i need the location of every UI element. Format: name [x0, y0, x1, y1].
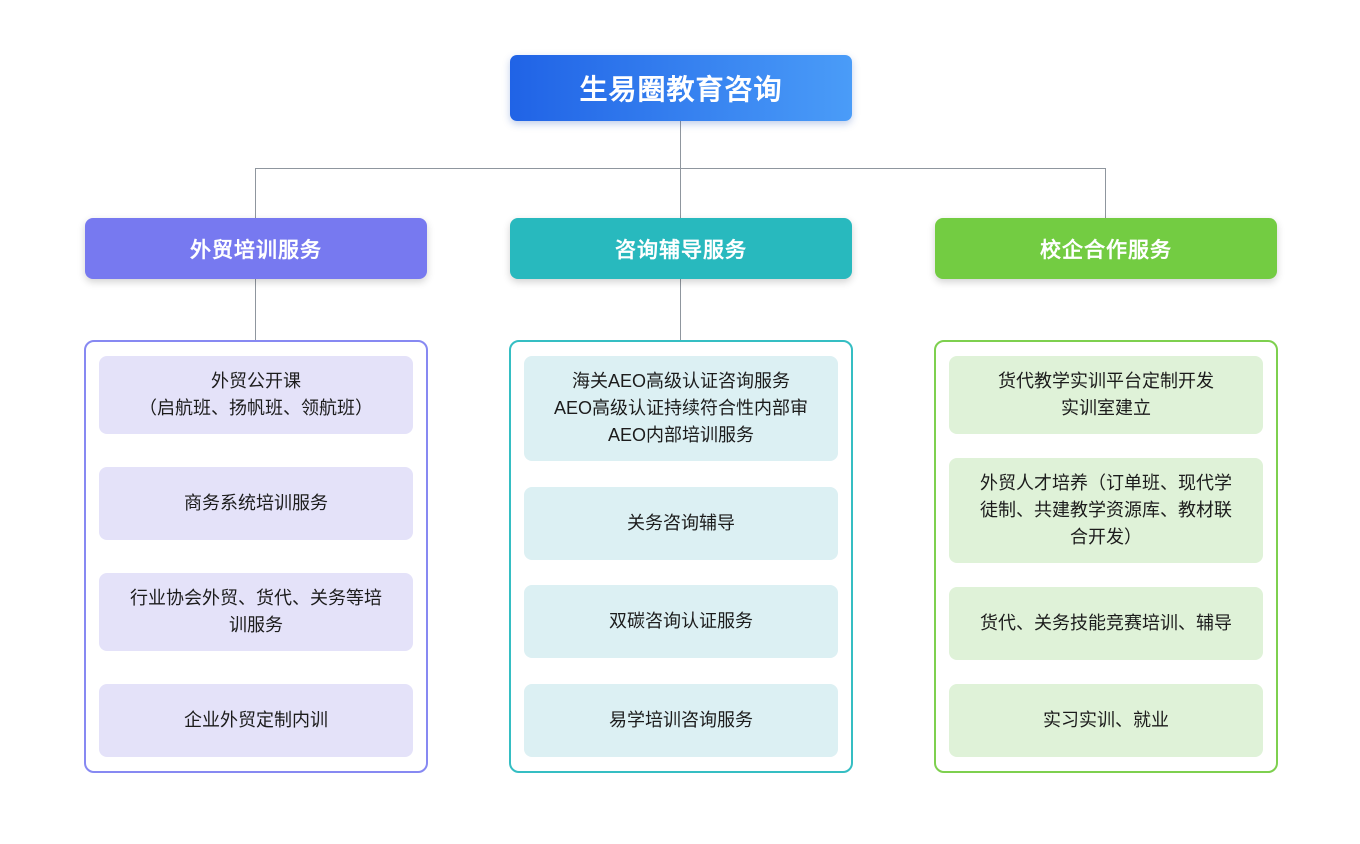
service-item: 行业协会外贸、货代、关务等培 训服务: [99, 573, 413, 651]
service-item: 实习实训、就业: [949, 684, 1263, 757]
group-consulting-coaching: 海关AEO高级认证咨询服务 AEO高级认证持续符合性内部审 AEO内部培训服务 …: [509, 340, 853, 773]
root-node: 生易圈教育咨询: [510, 55, 852, 121]
group-foreign-trade-training: 外贸公开课 （启航班、扬帆班、领航班） 商务系统培训服务 行业协会外贸、货代、关…: [84, 340, 428, 773]
connector-line: [680, 168, 681, 218]
service-item: 关务咨询辅导: [524, 486, 838, 560]
service-item: 外贸人才培养（订单班、现代学 徒制、共建教学资源库、教材联 合开发）: [949, 458, 1263, 563]
service-item: 商务系统培训服务: [99, 467, 413, 540]
service-item: 外贸公开课 （启航班、扬帆班、领航班）: [99, 356, 413, 434]
service-item: 货代教学实训平台定制开发 实训室建立: [949, 356, 1263, 434]
branch-header-foreign-trade-training: 外贸培训服务: [85, 218, 427, 279]
connector-line: [255, 279, 256, 340]
service-item: 企业外贸定制内训: [99, 684, 413, 757]
service-item: 易学培训咨询服务: [524, 683, 838, 757]
service-item: 货代、关务技能竞赛培训、辅导: [949, 587, 1263, 660]
group-school-enterprise-cooperation: 货代教学实训平台定制开发 实训室建立 外贸人才培养（订单班、现代学 徒制、共建教…: [934, 340, 1278, 773]
branch-header-school-enterprise-cooperation: 校企合作服务: [935, 218, 1277, 279]
service-item: 海关AEO高级认证咨询服务 AEO高级认证持续符合性内部审 AEO内部培训服务: [524, 356, 838, 461]
connector-line: [1105, 168, 1106, 218]
service-item: 双碳咨询认证服务: [524, 585, 838, 659]
connector-line: [255, 168, 256, 218]
connector-line: [680, 121, 681, 168]
connector-line: [680, 279, 681, 340]
branch-header-consulting-coaching: 咨询辅导服务: [510, 218, 852, 279]
